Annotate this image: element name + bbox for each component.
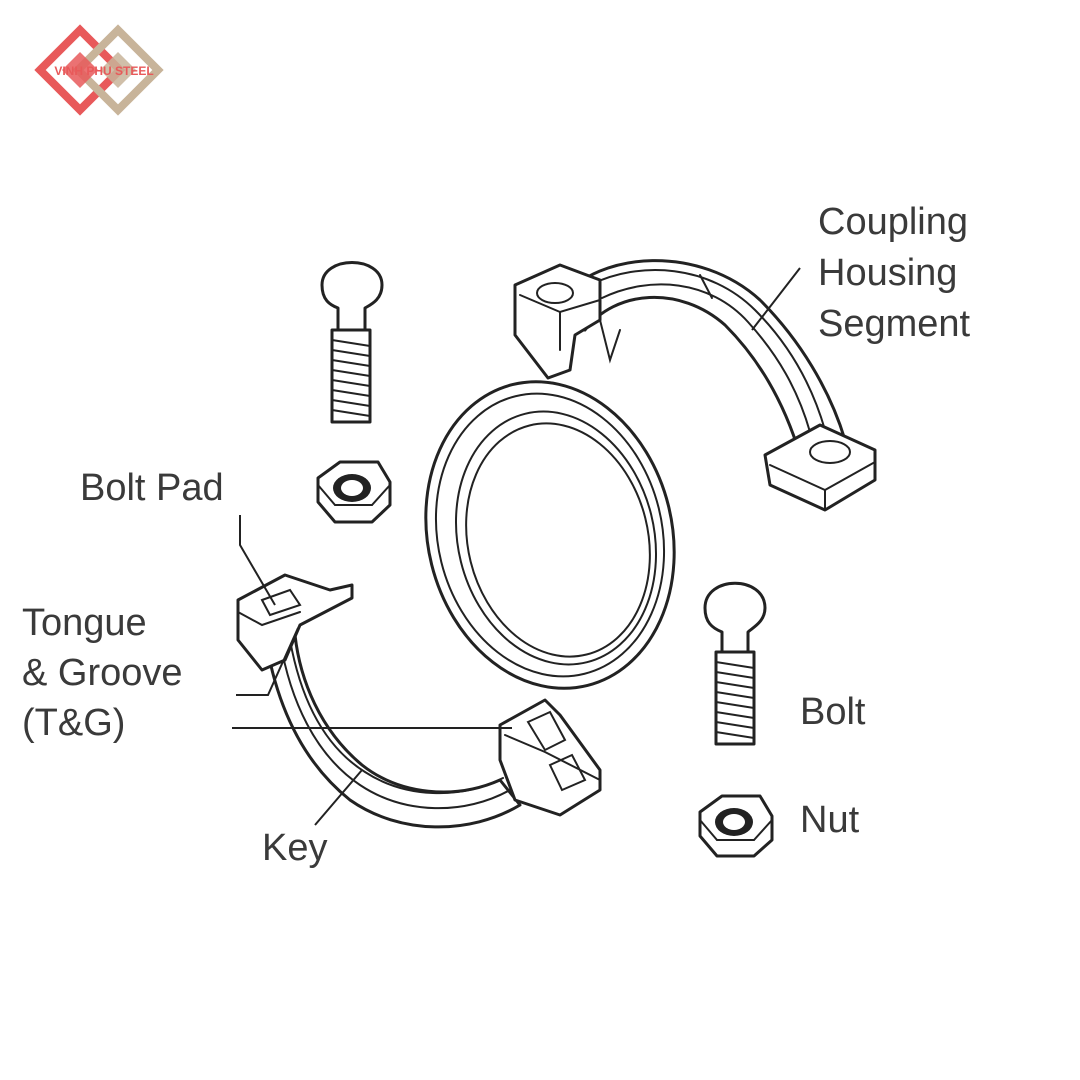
nut-label: Nut [800,799,860,841]
coupling-label-line-1: Coupling [818,201,968,243]
logo-text: VINH PHU STEEL [54,64,153,78]
bolt-pad-leader-line [239,515,276,606]
coupling-label-line-3: Segment [818,303,971,345]
key-label: Key [262,827,327,869]
bolt-label: Bolt [800,691,866,733]
gasket-ring [424,380,676,690]
logo-mark [34,24,164,116]
upper-bolt [320,261,384,424]
coupling-leader-line [751,267,801,331]
lower-nut [698,794,774,858]
tongue-groove-label-line-1: Tongue [22,602,147,644]
lower-bolt [703,581,767,746]
coupling-label-line-2: Housing [818,252,957,294]
lower-bolt-threads [715,661,755,739]
upper-bolt-threads [331,339,371,417]
lower-housing-segment [236,573,602,829]
upper-nut [316,460,392,524]
tongue-groove-label-line-2: & Groove [22,652,183,694]
key-leader-line [314,769,363,826]
tongue-groove-leader-line-1 [236,627,299,696]
upper-housing-segment [513,259,877,512]
vinh-phu-steel-logo: VINH PHU STEEL [34,24,164,116]
bolt-pad-label: Bolt Pad [80,467,224,509]
tongue-groove-label-line-3: (T&G) [22,702,125,744]
